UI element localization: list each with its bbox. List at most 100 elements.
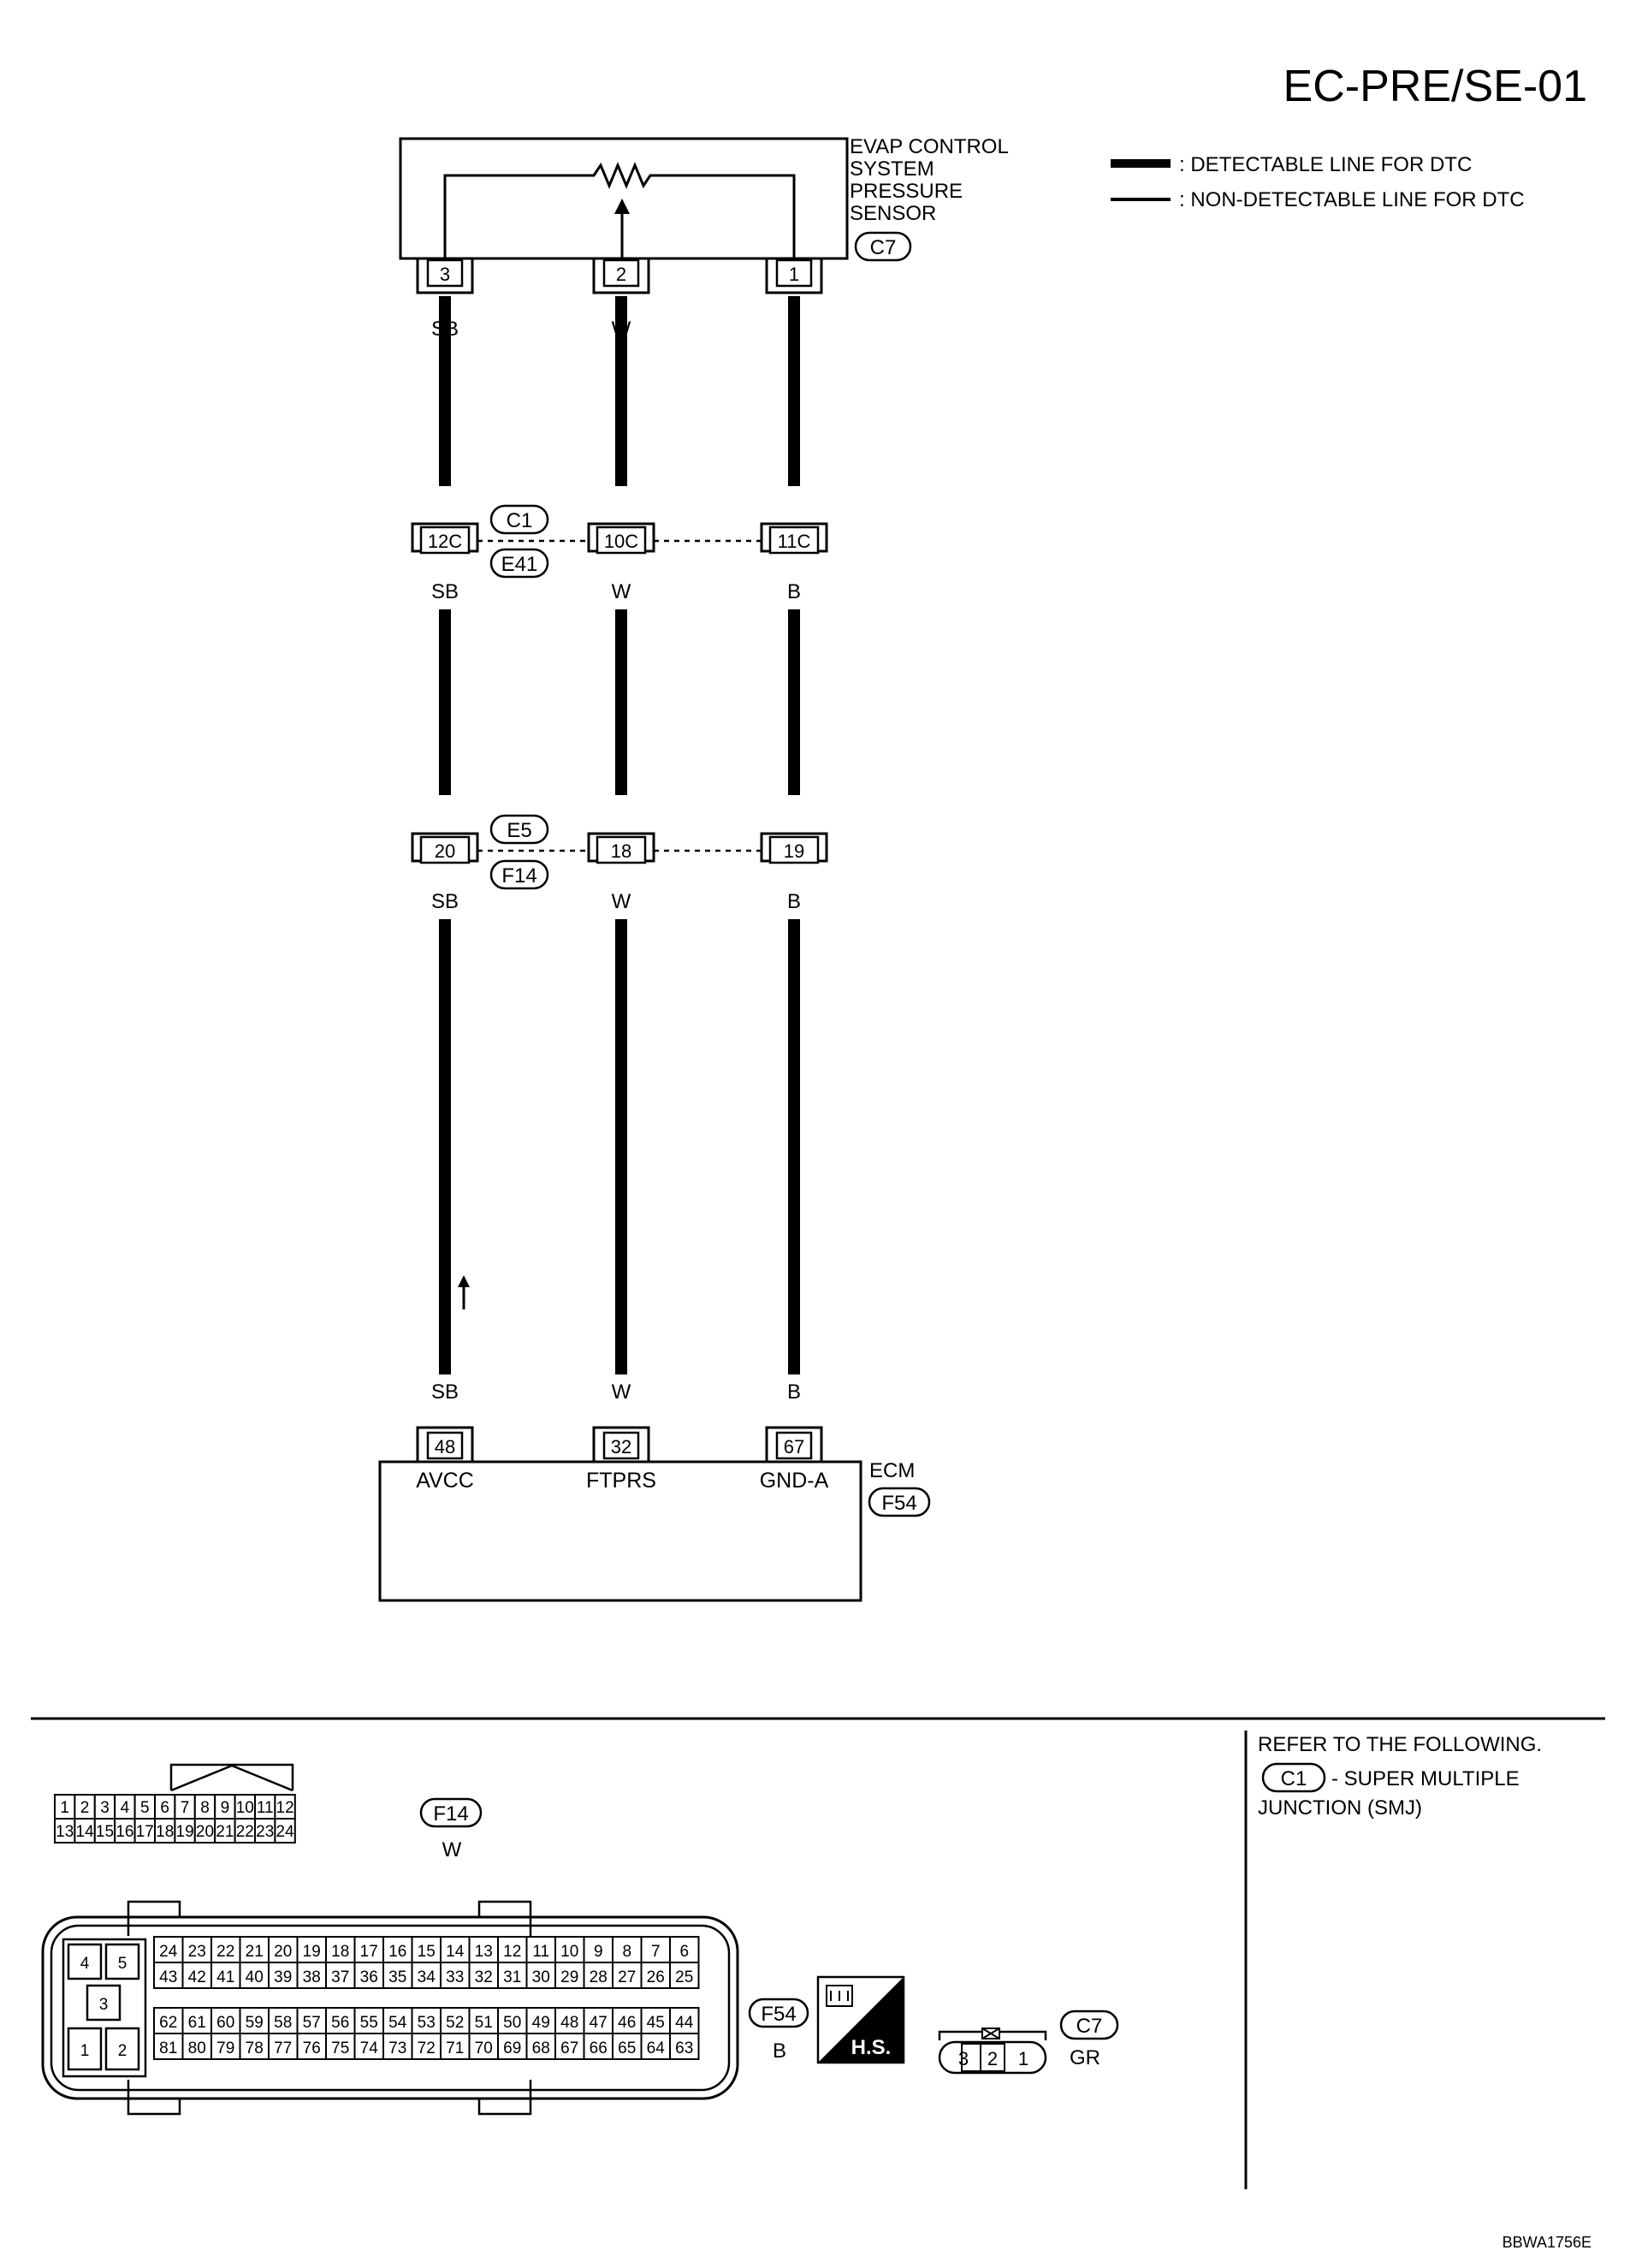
f54-pin: 62 — [159, 2014, 177, 2032]
f54-pin: 69 — [503, 2039, 521, 2057]
sensor-pin-1: 1 — [789, 264, 799, 285]
f54-pin: 13 — [475, 1943, 493, 1961]
ecm-connector-tag — [868, 1487, 931, 1517]
pin-cell — [274, 1818, 296, 1843]
f14-pin: 7 — [181, 1799, 190, 1817]
pin-box — [602, 1431, 640, 1460]
pin-cell — [468, 2033, 499, 2060]
pin-box — [768, 835, 820, 864]
f54-pin: 58 — [274, 2014, 292, 2032]
connector-left-block — [62, 1938, 147, 2078]
f14-connector-color: W — [442, 1838, 462, 1861]
pin-cell — [296, 2033, 327, 2060]
wire-b-segment-1 — [788, 296, 800, 486]
f54-pin: 79 — [216, 2039, 234, 2057]
f54-pin: 55 — [360, 2014, 378, 2032]
ecm-connector-id: F54 — [881, 1492, 916, 1515]
f14-pin: 21 — [216, 1823, 234, 1841]
f14-pin: 8 — [200, 1799, 210, 1817]
connector-housing-inner — [50, 1924, 731, 2092]
ecm-signal-gnd-a: GND-A — [760, 1469, 829, 1493]
junction1-connector-c1: C1 — [507, 509, 533, 532]
wire-b-segment-2 — [788, 609, 800, 795]
pin-cell — [239, 1962, 270, 1989]
c7-connector-face: 3 2 1 C7 GR — [938, 2010, 1119, 2075]
f54-pin: 44 — [675, 2014, 694, 2032]
pin-cell — [268, 1936, 299, 1963]
hs-label: H.S. — [851, 2036, 892, 2059]
wire-w-segment-3 — [615, 919, 627, 1374]
wire-color-sb: SB — [431, 1380, 459, 1404]
pin-cell — [153, 1936, 184, 1963]
c7-face-pin-2: 2 — [987, 2048, 998, 2069]
sensor-name-line-4: SENSOR — [850, 202, 936, 225]
f54-pin: 15 — [418, 1943, 436, 1961]
pin-box — [596, 835, 647, 864]
pin-bracket — [416, 258, 474, 294]
c7-face-pin-1: 1 — [1018, 2048, 1028, 2069]
f54-pin-4: 4 — [80, 1955, 90, 1973]
hs-connector-glyph — [826, 1985, 853, 2007]
f54-pin: 64 — [647, 2039, 666, 2057]
f54-pin: 11 — [532, 1943, 549, 1961]
pin-bracket — [592, 1426, 650, 1462]
f54-pin: 23 — [188, 1943, 206, 1961]
pin-cell — [181, 1936, 212, 1963]
f14-connector-id: F14 — [433, 1802, 468, 1826]
f54-pin: 61 — [188, 2014, 206, 2032]
evap-pressure-sensor: EVAP CONTROL SYSTEM PRESSURE SENSOR C7 — [399, 135, 1009, 262]
f54-pin: 33 — [446, 1968, 464, 1986]
pin-cell — [239, 2033, 270, 2060]
wiper-arrow-icon — [614, 199, 630, 214]
f54-pin: 31 — [503, 1968, 521, 1986]
refer-line-3: JUNCTION (SMJ) — [1258, 1796, 1422, 1820]
f14-pin: 20 — [196, 1823, 214, 1841]
wire-color-b: B — [787, 580, 801, 603]
pin-cell — [411, 2033, 442, 2060]
ecm-pin-48: 48 — [435, 1436, 455, 1458]
wire-w-segment-1 — [615, 296, 627, 486]
wire-sb-segment-1 — [439, 296, 451, 486]
pin-cell — [210, 2033, 241, 2060]
pin-cell — [640, 1936, 671, 1963]
c7-face-pin-3: 3 — [958, 2048, 969, 2069]
f54-pin: 67 — [560, 2039, 578, 2057]
f54-pin: 21 — [246, 1943, 264, 1961]
wire-sb-segment-2 — [439, 609, 451, 795]
pin-cell — [353, 1936, 384, 1963]
f54-pin: 30 — [532, 1968, 550, 1986]
f54-pin: 46 — [618, 2014, 636, 2032]
f54-pin: 60 — [216, 2014, 234, 2032]
junction1-pin-12c: 12C — [428, 531, 462, 552]
pin-cell — [612, 1936, 643, 1963]
junction-c1-e41: 12C 10C 11C C1 E41 SB W B — [411, 504, 828, 603]
connector-outline — [938, 2040, 1047, 2075]
sensor-name-line-2: SYSTEM — [850, 157, 934, 181]
junction1-pin-10c: 10C — [604, 531, 638, 552]
wire-color-sb: SB — [431, 580, 459, 603]
pin-cell — [669, 1962, 700, 1989]
f54-pin: 81 — [159, 2039, 177, 2057]
wire-color-b: B — [787, 890, 801, 913]
pin-cell — [210, 2007, 241, 2034]
wire-b-segment-3 — [788, 919, 800, 1374]
f54-pin: 19 — [303, 1943, 321, 1961]
f54-pin: 25 — [675, 1968, 693, 1986]
f54-pin: 52 — [446, 2014, 464, 2032]
pin-box — [419, 525, 471, 555]
pin-box — [768, 525, 820, 555]
wire-w-segment-2 — [615, 609, 627, 795]
pin-box — [596, 525, 647, 555]
sensor-name-line-3: PRESSURE — [850, 180, 963, 203]
f14-pin: 1 — [60, 1799, 69, 1817]
connector-housing-outer — [41, 1915, 739, 2100]
f54-pin: 70 — [475, 2039, 493, 2057]
pin-cell — [353, 2033, 384, 2060]
f54-pin: 37 — [331, 1968, 349, 1986]
pin-bracket — [416, 1426, 474, 1462]
f54-pin: 63 — [675, 2039, 693, 2057]
f14-pin: 12 — [276, 1799, 294, 1817]
f54-pin: 42 — [188, 1968, 206, 1986]
junction2-pin-18: 18 — [611, 840, 631, 862]
